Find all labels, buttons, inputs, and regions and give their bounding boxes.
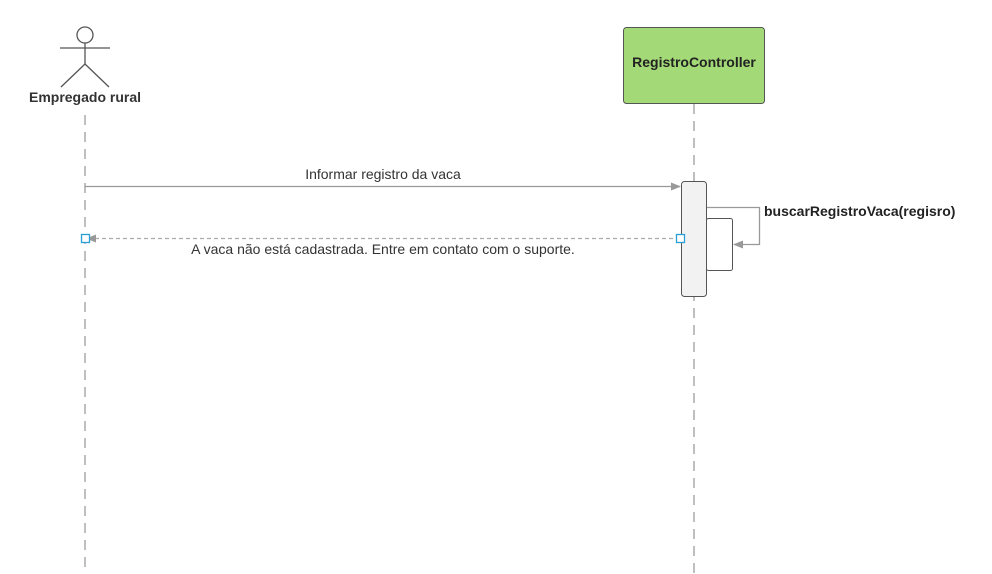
actor-label: Empregado rural: [29, 89, 141, 105]
self-call-arrow[interactable]: [707, 206, 761, 249]
request-message-label: Informar registro da vaca: [305, 166, 461, 182]
object-box[interactable]: [623, 27, 765, 104]
self-call-label: buscarRegistroVaca(regisro): [764, 203, 955, 219]
actor-right-leg: [84, 63, 110, 88]
actor-left-leg: [60, 63, 86, 88]
actor-head: [76, 26, 94, 44]
reply-message-label: A vaca não está cadastrada. Entre em con…: [191, 241, 575, 257]
actor-figure[interactable]: [60, 26, 110, 88]
reply-end-handle[interactable]: [80, 233, 91, 244]
self-activation-bar[interactable]: [706, 218, 733, 271]
reply-start-handle[interactable]: [675, 233, 686, 244]
activation-bar[interactable]: [681, 181, 707, 297]
object-label: RegistroController: [632, 54, 756, 70]
